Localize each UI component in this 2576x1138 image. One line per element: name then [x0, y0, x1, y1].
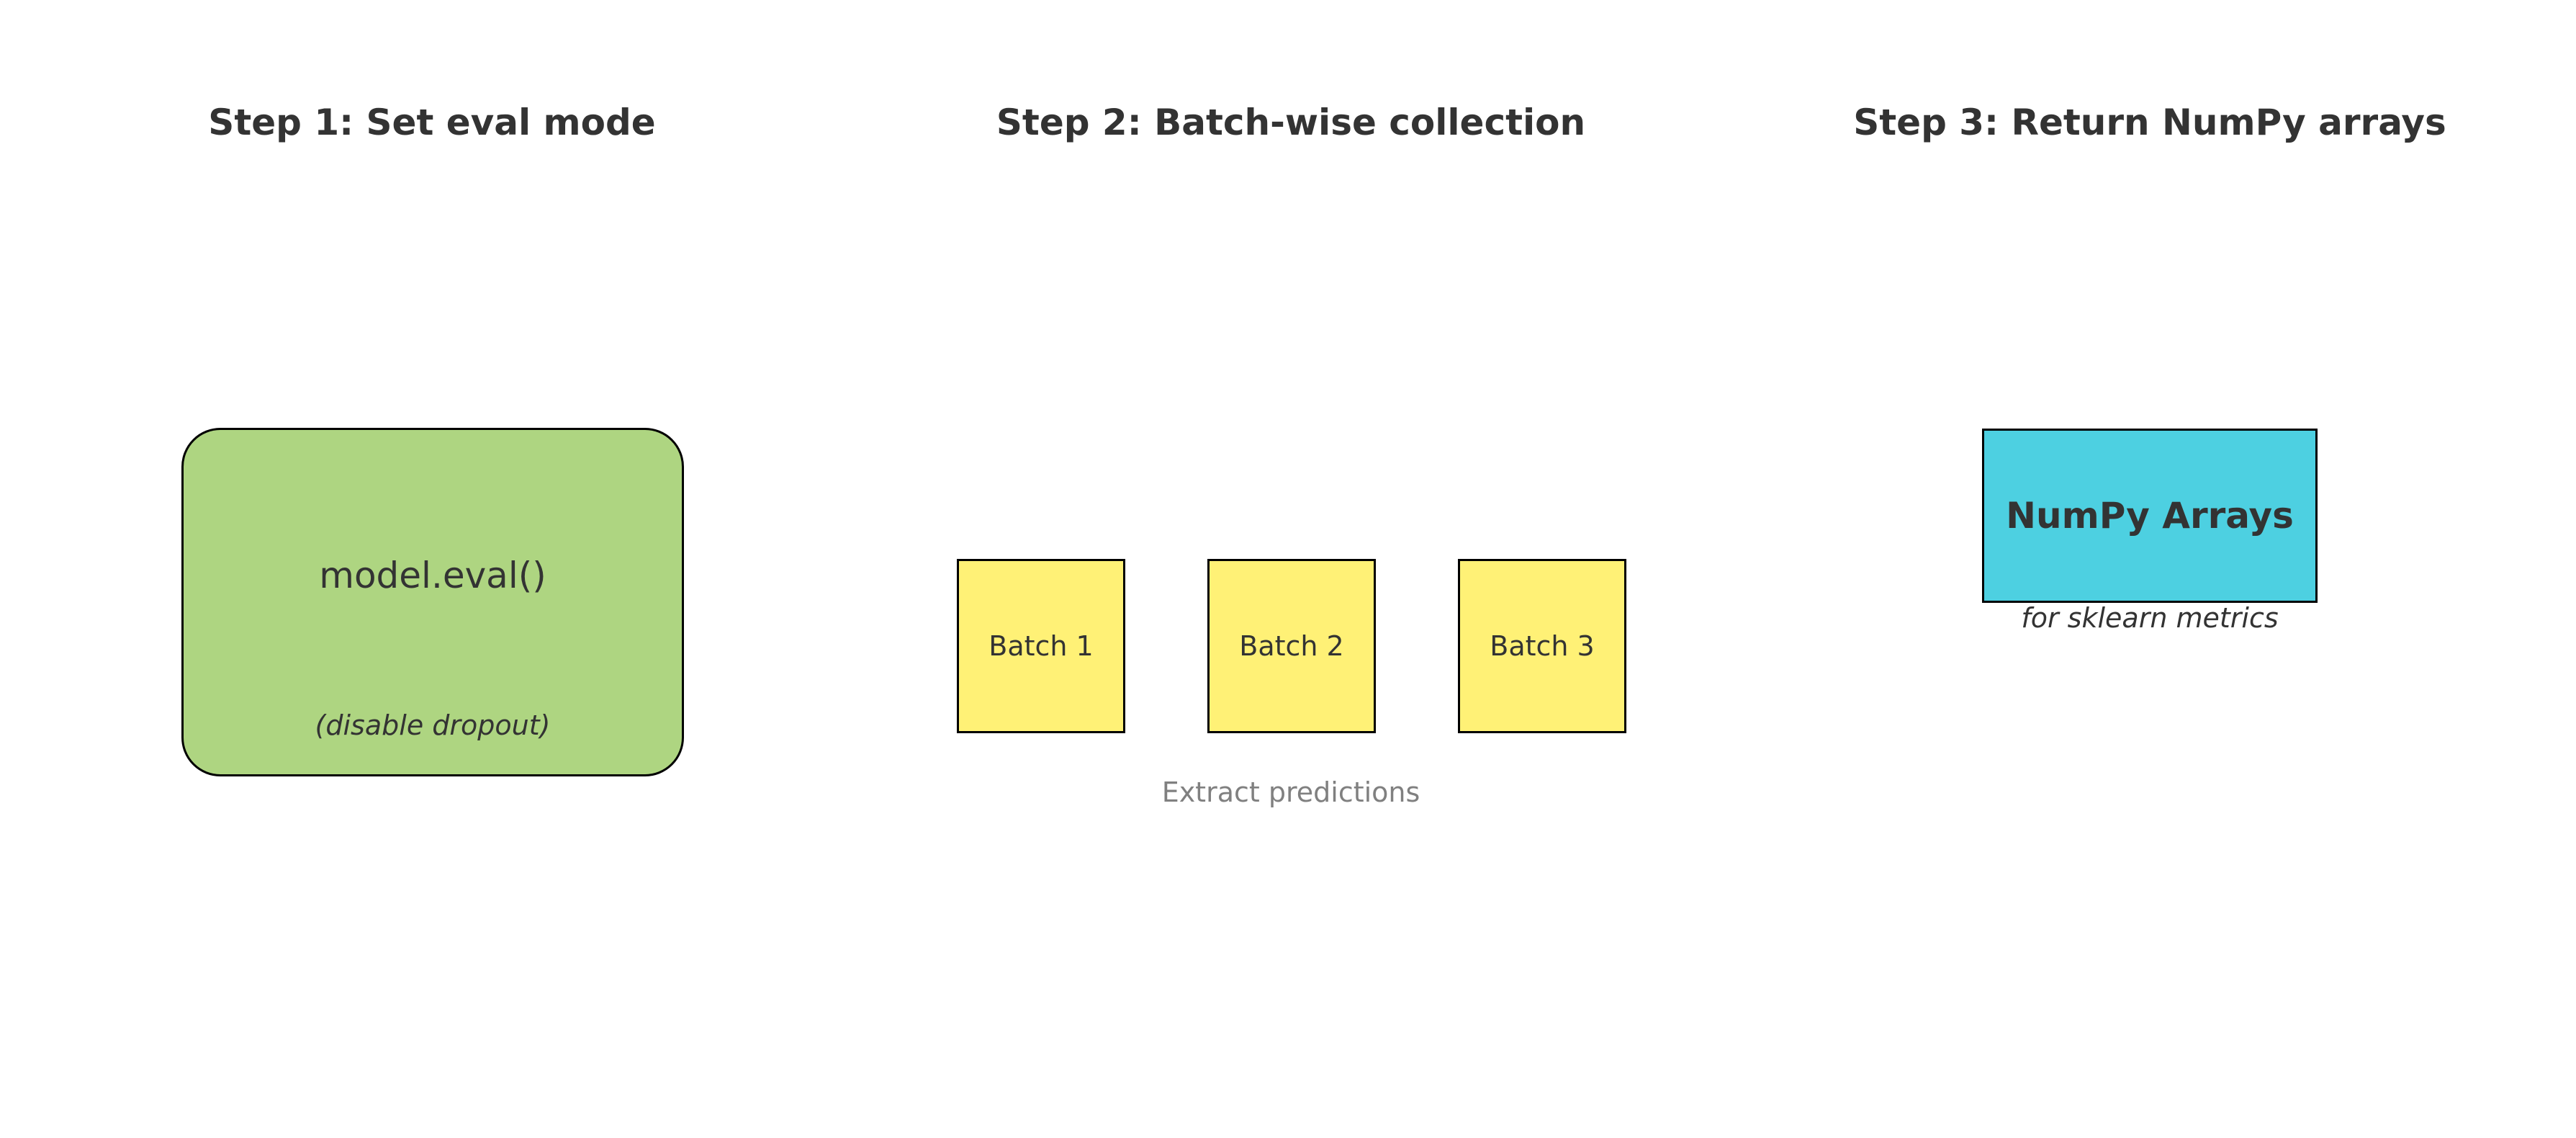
eval-note-label: (disable dropout) — [315, 709, 551, 741]
numpy-note-label: for sklearn metrics — [2021, 602, 2279, 634]
batch-box-3: Batch 3 — [1458, 559, 1626, 733]
numpy-label: NumPy Arrays — [2006, 495, 2294, 537]
eval-code-label: model.eval() — [319, 555, 546, 596]
step-1-title: Step 1: Set eval mode — [208, 102, 656, 143]
batch-box-1: Batch 1 — [957, 559, 1125, 733]
step-2-title: Step 2: Batch-wise collection — [996, 102, 1586, 143]
batch-caption: Extract predictions — [1161, 776, 1420, 808]
eval-mode-box: model.eval() (disable dropout) — [181, 428, 684, 776]
batch-label: Batch 1 — [988, 630, 1094, 662]
batch-label: Batch 2 — [1239, 630, 1344, 662]
step-3-title: Step 3: Return NumPy arrays — [1853, 102, 2446, 143]
batch-label: Batch 3 — [1490, 630, 1595, 662]
batch-box-2: Batch 2 — [1207, 559, 1376, 733]
numpy-arrays-box: NumPy Arrays — [1982, 429, 2318, 603]
